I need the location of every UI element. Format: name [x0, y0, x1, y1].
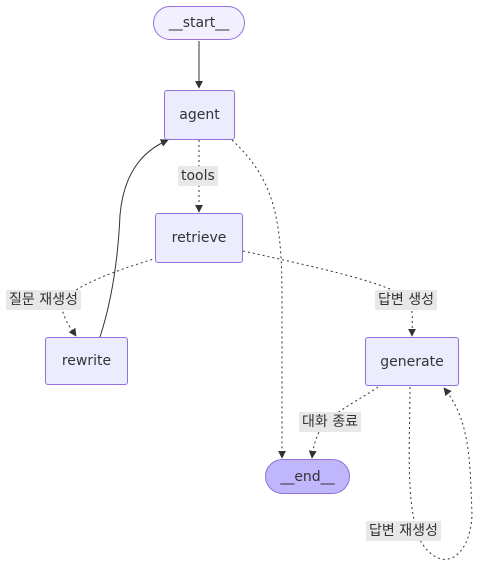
edge-label-conversation-end: 대화 종료 [299, 412, 361, 432]
edge-retrieve-rewrite [61, 257, 158, 337]
node-start: __start__ [153, 6, 245, 40]
node-end: __end__ [265, 459, 350, 494]
edge-agent-end [231, 139, 286, 459]
edge-rewrite-agent [99, 139, 169, 338]
node-generate: generate [365, 337, 459, 386]
node-agent: agent [164, 90, 235, 140]
node-retrieve: retrieve [155, 213, 243, 263]
node-rewrite: rewrite [45, 337, 128, 385]
edge-label-answer-regenerate: 답변 재생성 [366, 521, 441, 541]
edge-label-answer-generate: 답변 생성 [375, 290, 437, 310]
edge-label-question-regenerate: 질문 재생성 [6, 290, 81, 310]
edge-generate-loop [408, 386, 473, 560]
edge-label-tools: tools [178, 166, 218, 186]
